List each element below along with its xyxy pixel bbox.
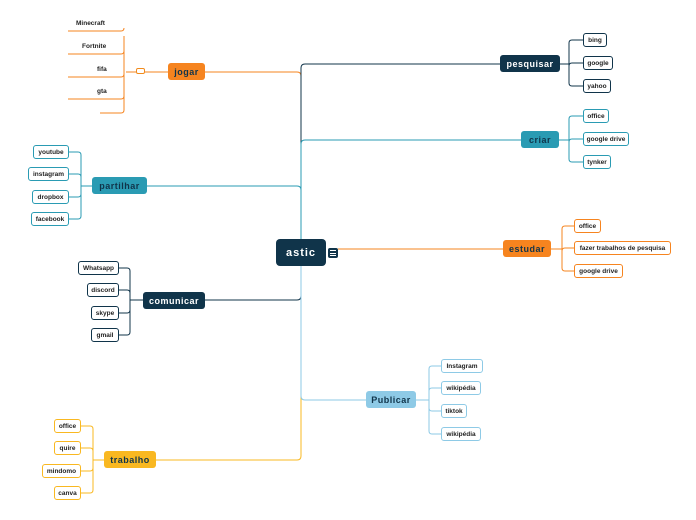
leaf-facebook[interactable]: facebook (31, 212, 69, 226)
leaf-office-criar[interactable]: office (583, 109, 609, 123)
criar-branch-0 (568, 115, 583, 120)
leaf-tiktok[interactable]: tiktok (441, 404, 467, 418)
link-pesquisar (300, 63, 500, 252)
trabalho-branch-1 (81, 447, 94, 452)
central-topic[interactable]: astic (276, 239, 326, 266)
publicar-branch-0 (428, 365, 441, 370)
topic-pesquisar[interactable]: pesquisar (500, 55, 560, 72)
leaf-instagram[interactable]: instagram (28, 167, 69, 181)
link-trabalho (156, 252, 302, 461)
leaf-minecraft[interactable]: Minecraft (76, 20, 105, 27)
leaf-instagram-publicar[interactable]: Instagram (441, 359, 483, 373)
topic-criar[interactable]: criar (521, 131, 559, 148)
leaf-google[interactable]: google (583, 56, 613, 70)
estudar-branch-1 (561, 247, 574, 252)
leaf-fifa[interactable]: fifa (97, 66, 107, 73)
comunicar-branch-2 (119, 309, 131, 314)
leaf-office-estudar[interactable]: office (574, 219, 601, 233)
publicar-branch-3 (428, 430, 441, 435)
partilhar-branch-1 (69, 173, 82, 178)
trabalho-branch-0 (81, 425, 94, 430)
leaf-quire[interactable]: quire (54, 441, 81, 455)
leaf-discord[interactable]: discord (87, 283, 119, 297)
leaf-gta[interactable]: gta (97, 88, 107, 95)
comunicar-branch-1 (119, 289, 131, 294)
jogar-underline-2 (68, 73, 125, 78)
leaf-whatsapp[interactable]: Whatsapp (78, 261, 119, 275)
leaf-yahoo[interactable]: yahoo (583, 79, 611, 93)
leaf-skype[interactable]: skype (91, 306, 119, 320)
leaf-youtube[interactable]: youtube (33, 145, 69, 159)
partilhar-branch-0 (69, 151, 82, 156)
partilhar-branch-2 (69, 193, 82, 198)
collapse-icon[interactable] (136, 68, 145, 74)
partilhar-branch-3 (69, 215, 82, 220)
topic-comunicar[interactable]: comunicar (143, 292, 205, 309)
leaf-fortnite[interactable]: Fortnite (82, 43, 107, 50)
trabalho-branch-3 (81, 489, 94, 494)
leaf-google-drive-criar[interactable]: google drive (583, 132, 629, 146)
link-jogar (205, 71, 302, 252)
jogar-underline-1 (68, 50, 125, 55)
leaf-office-trabalho[interactable]: office (54, 419, 81, 433)
leaf-google-drive-estudar[interactable]: google drive (574, 264, 623, 278)
leaf-tynker[interactable]: tynker (583, 155, 611, 169)
jogar-underline-3 (68, 95, 125, 100)
leaf-mindomo[interactable]: mindomo (42, 464, 81, 478)
comunicar-branch-0 (119, 267, 131, 272)
trabalho-branch-2 (81, 467, 94, 472)
publicar-branch-1 (428, 387, 441, 392)
jogar-underline-0 (68, 27, 125, 32)
topic-partilhar[interactable]: partilhar (92, 177, 147, 194)
publicar-branch-2 (428, 407, 441, 412)
criar-branch-1 (568, 138, 583, 143)
topic-jogar[interactable]: jogar (168, 63, 205, 80)
topic-trabalho[interactable]: trabalho (104, 451, 156, 468)
pesquisar-branch-2 (568, 82, 583, 87)
leaf-dropbox[interactable]: dropbox (32, 190, 69, 204)
jogar-underline-4 (100, 109, 125, 114)
leaf-wikipedia-2[interactable]: wikipédia (441, 427, 481, 441)
pesquisar-branch-1 (568, 62, 583, 67)
estudar-branch-2 (561, 267, 574, 272)
leaf-gmail[interactable]: gmail (91, 328, 119, 342)
leaf-bing[interactable]: bing (583, 33, 607, 47)
leaf-fazer-trabalhos[interactable]: fazer trabalhos de pesquisa (574, 241, 671, 255)
topic-estudar[interactable]: estudar (503, 240, 551, 257)
leaf-wikipedia-1[interactable]: wikipédia (441, 381, 481, 395)
criar-branch-2 (568, 158, 583, 163)
link-publicar (300, 252, 366, 401)
comunicar-branch-3 (119, 331, 131, 336)
link-criar (300, 139, 521, 252)
topic-publicar[interactable]: Publicar (366, 391, 416, 408)
estudar-branch-0 (561, 225, 574, 230)
leaf-canva[interactable]: canva (54, 486, 81, 500)
menu-icon[interactable] (328, 248, 338, 258)
pesquisar-branch-0 (568, 39, 583, 44)
